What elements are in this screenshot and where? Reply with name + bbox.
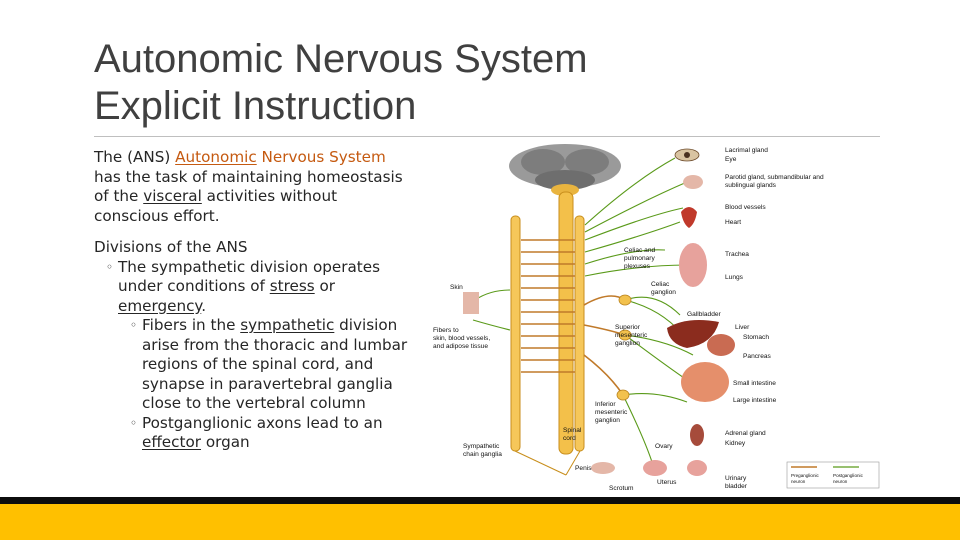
stomach-icon (707, 334, 735, 356)
diagram-legend: Preganglionic neuron Postganglionic neur… (786, 461, 880, 489)
svg-text:Stomach: Stomach (743, 334, 769, 341)
heart-icon (681, 207, 697, 228)
svg-text:Superior: Superior (615, 324, 641, 331)
svg-text:Liver: Liver (735, 324, 750, 331)
intestine-icon (681, 362, 729, 402)
diagram-labels: Lacrimal gland Eye Parotid gland, subman… (433, 147, 824, 492)
slide-title: Autonomic Nervous System Explicit Instru… (94, 36, 854, 130)
svg-text:Preganglionic: Preganglionic (791, 473, 820, 478)
kidney-icon (690, 424, 704, 446)
svg-text:Celiac and: Celiac and (624, 247, 655, 254)
svg-text:Inferior: Inferior (595, 401, 616, 408)
organs (463, 148, 735, 476)
svg-text:bladder: bladder (725, 483, 748, 490)
sympathetic-nervous-system-diagram: Lacrimal gland Eye Parotid gland, subman… (433, 144, 880, 492)
prevertebral-ganglia (616, 294, 632, 401)
svg-text:Skin: Skin (450, 284, 463, 291)
svg-text:and adipose tissue: and adipose tissue (433, 343, 488, 350)
sub-item-postganglionic: ◦ Postganglionic axons lead to an effect… (130, 413, 383, 452)
title-line-1: Autonomic Nervous System (94, 37, 588, 81)
title-divider (94, 136, 880, 137)
svg-text:Uterus: Uterus (657, 479, 677, 486)
body-text: The (ANS) Autonomic Nervous System has t… (94, 148, 424, 453)
svg-text:sublingual glands: sublingual glands (725, 182, 777, 189)
bullet-icon: ◦ (130, 415, 138, 430)
svg-text:Celiac: Celiac (651, 281, 670, 288)
svg-text:Ovary: Ovary (655, 443, 673, 450)
svg-text:Kidney: Kidney (725, 440, 746, 447)
visceral-term: visceral (143, 187, 202, 205)
divisions-heading: Divisions of the ANS (94, 238, 248, 256)
svg-text:neuron: neuron (791, 479, 806, 484)
svg-text:mesenteric: mesenteric (615, 332, 648, 339)
intro-paragraph: The (ANS) Autonomic Nervous System has t… (94, 148, 403, 225)
svg-text:plexuses: plexuses (624, 263, 651, 270)
svg-text:Spinal: Spinal (563, 427, 582, 434)
svg-text:Small intestine: Small intestine (733, 380, 776, 387)
effector-term: effector (142, 433, 201, 451)
svg-text:Lungs: Lungs (725, 274, 744, 281)
sub-item-fibers: ◦ Fibers in the sympathetic division ari… (130, 316, 408, 412)
svg-text:Trachea: Trachea (725, 251, 749, 258)
svg-text:Eye: Eye (725, 156, 737, 163)
svg-text:Penis: Penis (575, 465, 592, 472)
liver-icon (667, 320, 719, 348)
svg-text:Postganglionic: Postganglionic (833, 473, 864, 478)
stress-term: stress (269, 277, 315, 295)
brain-illustration (509, 144, 621, 196)
svg-text:Parotid gland, submandibular a: Parotid gland, submandibular and (725, 174, 824, 181)
bladder-icon (687, 460, 707, 476)
svg-text:cord: cord (563, 435, 576, 442)
autonomic-link[interactable]: Autonomic (175, 148, 257, 166)
title-line-2: Explicit Instruction (94, 84, 417, 128)
sympathetic-chain-ganglia (510, 215, 585, 476)
penis-icon (591, 462, 615, 474)
svg-text:Scrotum: Scrotum (609, 485, 634, 492)
svg-text:pulmonary: pulmonary (624, 255, 655, 262)
bullet-icon: ◦ (130, 318, 138, 332)
skin-icon (463, 292, 479, 314)
svg-text:Lacrimal gland: Lacrimal gland (725, 147, 768, 154)
footer-bar (0, 504, 960, 540)
list-item-sympathetic: ◦ The sympathetic division operates unde… (106, 257, 380, 315)
lungs-icon (679, 243, 707, 287)
sympathetic-term: sympathetic (240, 316, 335, 334)
spinal-cord (558, 191, 574, 455)
bullet-icon: ◦ (106, 259, 114, 274)
emergency-term: emergency (118, 296, 202, 315)
footer-line (0, 497, 960, 504)
svg-text:chain ganglia: chain ganglia (463, 451, 502, 458)
svg-text:ganglion: ganglion (615, 340, 640, 347)
salivary-gland-icon (683, 175, 703, 189)
svg-text:Urinary: Urinary (725, 475, 747, 482)
svg-text:ganglion: ganglion (595, 417, 620, 424)
svg-text:Fibers to: Fibers to (433, 327, 459, 334)
uterus-icon (643, 460, 667, 476)
svg-text:Blood vessels: Blood vessels (725, 204, 766, 211)
svg-text:Large intestine: Large intestine (733, 397, 777, 404)
svg-text:Pancreas: Pancreas (743, 353, 772, 360)
svg-text:Sympathetic: Sympathetic (463, 443, 500, 450)
svg-text:neuron: neuron (833, 479, 848, 484)
svg-text:Adrenal gland: Adrenal gland (725, 430, 766, 437)
svg-text:ganglion: ganglion (651, 289, 676, 296)
svg-text:mesenteric: mesenteric (595, 409, 628, 416)
svg-text:Gallbladder: Gallbladder (687, 311, 722, 318)
svg-text:skin, blood vessels,: skin, blood vessels, (433, 335, 490, 342)
svg-text:Heart: Heart (725, 219, 741, 226)
